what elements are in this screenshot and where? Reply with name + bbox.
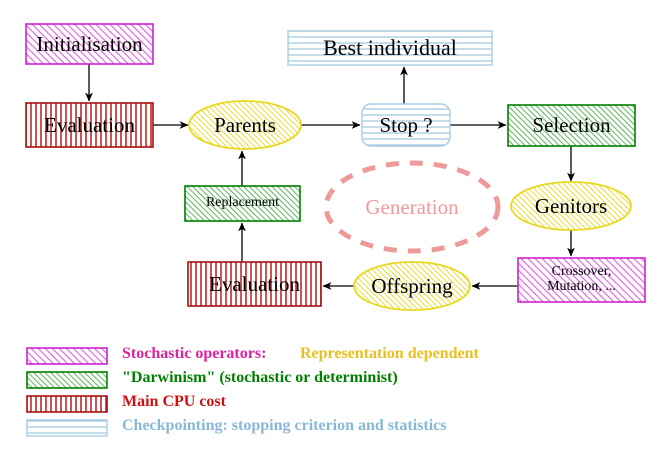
legend-label-main-cpu-cost: Main CPU cost: [122, 393, 226, 410]
node-best-individual[interactable]: [287, 30, 493, 66]
node-generation-boundary: [323, 160, 501, 254]
legend-swatch-darwinism: [26, 371, 108, 389]
node-evaluation-bottom[interactable]: [187, 261, 322, 307]
legend-label-checkpointing: Checkpointing: stopping criterion and st…: [122, 417, 447, 434]
node-replacement[interactable]: [184, 185, 301, 222]
node-offspring[interactable]: [353, 261, 471, 311]
legend-label-representation-dependent: Representation dependent: [300, 345, 479, 362]
node-parents[interactable]: [188, 100, 302, 150]
legend-swatch-stochastic: [26, 347, 108, 365]
node-genitors[interactable]: [510, 181, 632, 231]
legend-label-stochastic-operators: Stochastic operators:: [122, 345, 267, 362]
legend-swatch-cpu: [26, 395, 108, 413]
node-initialisation[interactable]: [25, 23, 154, 65]
edges-group: [85, 64, 575, 290]
node-selection[interactable]: [507, 104, 636, 147]
legend-swatch-checkpoint: [26, 419, 108, 437]
node-stop[interactable]: [361, 103, 451, 147]
node-evaluation-top[interactable]: [25, 102, 154, 148]
node-crossover-mutation[interactable]: [517, 257, 646, 303]
legend-label-darwinism: "Darwinism" (stochastic or determinist): [122, 369, 398, 386]
